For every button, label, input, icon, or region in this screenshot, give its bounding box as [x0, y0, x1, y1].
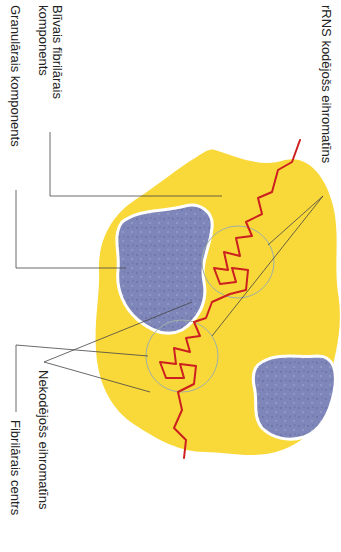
part-label: Nekodējošs eihromatīns: [36, 370, 50, 509]
part-label: rRNS kodējošs eihromatīns: [319, 5, 333, 163]
part-label: Fibrilārais centrs: [8, 420, 22, 515]
part-label: Blīvais fibrilārais komponents: [36, 5, 64, 129]
granular-component: [253, 356, 335, 439]
rrna-gene-circle: [146, 320, 218, 392]
leader-lines: [16, 132, 323, 412]
dense-fibrillar-component: [96, 150, 340, 455]
part-label: Granulārais komponents: [8, 5, 22, 147]
chromatin-strand: [160, 140, 300, 458]
granular-component: [117, 205, 212, 333]
